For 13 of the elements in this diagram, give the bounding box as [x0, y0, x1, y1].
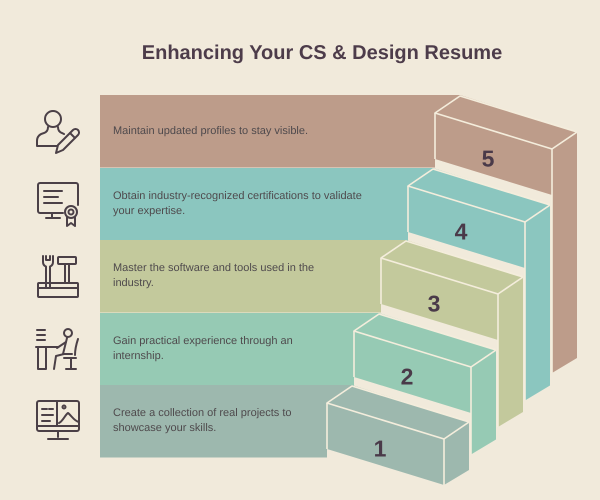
step-number: 5	[482, 148, 494, 170]
step-description: Master the software and tools used in the industry.	[113, 261, 316, 292]
step-number: 3	[428, 292, 440, 316]
title: Enhancing Your CS & Design Resume	[142, 42, 502, 64]
step-description: Maintain updated profiles to stay visible.	[113, 124, 308, 139]
step-number: 4	[454, 220, 468, 243]
stair-step-band	[100, 168, 550, 400]
step-description: Obtain industry-recognized certifications to validate your expertise.	[113, 188, 363, 219]
step-number: 1	[374, 438, 386, 460]
step-description: Gain practical experience through an internship.	[113, 334, 294, 364]
stair-step-band	[100, 385, 469, 485]
step-number: 2	[400, 365, 414, 388]
step-description: Create a collection of real projects to showcase your skills.	[113, 406, 293, 436]
